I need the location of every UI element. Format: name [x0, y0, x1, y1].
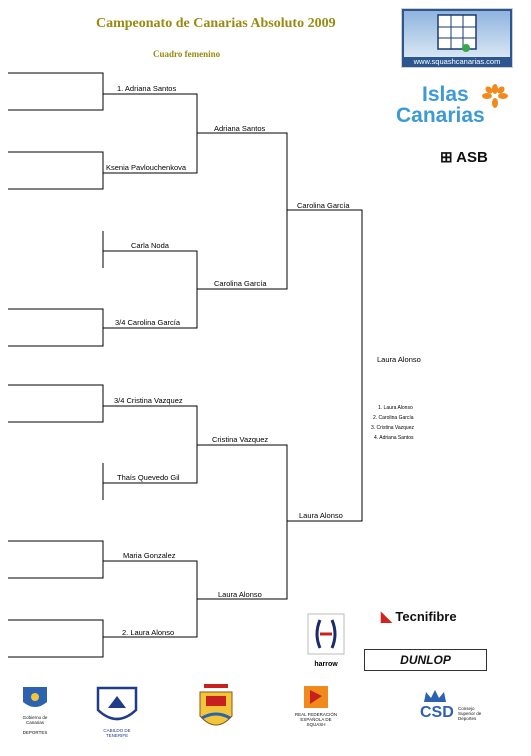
gobierno-shield-icon	[23, 687, 47, 707]
cabildo-shield-icon	[96, 686, 138, 721]
municipal-crest-logo	[196, 680, 236, 736]
r3-bracket-2	[197, 444, 288, 600]
r1-player-5: 3/4 Cristina Vazquez	[114, 396, 183, 405]
squash-canarias-logo: www.squashcanarias.com	[401, 8, 513, 68]
standing-4: 4. Adriana Santos	[374, 435, 414, 441]
gobierno-text: Gobierno de Canarias	[22, 715, 48, 725]
r1-box-8	[8, 619, 104, 658]
r1-player-2: Ksenia Pavlouchenkova	[106, 163, 187, 172]
tecnifibre-text: Tecnifibre	[395, 609, 457, 624]
csd-subtext: Consejo Superior de Deportes	[458, 706, 482, 721]
standing-3: 3. Cristina Vazquez	[371, 425, 414, 431]
federacion-text: REAL FEDERACIÓN ESPAÑOLA DE SQUASH	[294, 712, 338, 727]
page-subtitle: Cuadro femenino	[153, 49, 221, 59]
gobierno-canarias-logo: Gobierno de Canarias DEPORTES	[14, 684, 56, 736]
harrow-logo: harrow	[306, 612, 346, 668]
r3-player-2: Laura Alonso	[299, 511, 343, 520]
r3-player-1: Carolina García	[297, 201, 350, 210]
federacion-squash-logo: REAL FEDERACIÓN ESPAÑOLA DE SQUASH	[292, 684, 340, 736]
r1-player-8: 2. Laura Alonso	[122, 628, 175, 637]
r1-player-4: 3/4 Carolina García	[115, 318, 181, 327]
csd-logo: CSD Consejo Superior de Deportes	[420, 688, 486, 736]
harrow-text: harrow	[314, 661, 338, 668]
crest-icon	[199, 684, 233, 726]
r1-box-1	[8, 72, 104, 111]
r1-player-6: Thaís Quevedo Gil	[117, 473, 180, 482]
harrow-emblem-icon	[307, 613, 345, 655]
federacion-emblem-icon	[304, 686, 328, 708]
r2-player-4: Laura Alonso	[218, 590, 262, 599]
r1-box-4	[8, 308, 104, 347]
r3-bracket-1	[197, 132, 288, 290]
standing-1: 1. Laura Alonso	[378, 405, 413, 411]
squash-url: www.squashcanarias.com	[413, 57, 501, 66]
flower-icon	[482, 84, 508, 108]
r2-player-2: Carolina García	[214, 279, 267, 288]
final-bracket	[287, 209, 363, 522]
csd-text: CSD	[420, 704, 454, 721]
page-title: Campeonato de Canarias Absoluto 2009	[96, 16, 336, 31]
tecnifibre-icon: ◣	[381, 608, 392, 624]
cabildo-tenerife-logo: CABILDO DE TENERIFE	[94, 684, 140, 738]
r2-bracket-2	[103, 250, 198, 329]
cabildo-text: CABILDO DE TENERIFE	[103, 728, 131, 738]
gobierno-subtext: DEPORTES	[22, 730, 48, 735]
canarias-line: Canarias	[396, 104, 485, 127]
r1-player-7: Maria Gonzalez	[123, 551, 176, 560]
r1-box-2	[8, 151, 104, 190]
r2-player-3: Cristina Vazquez	[212, 435, 269, 444]
r1-player-1: 1. Adriana Santos	[117, 84, 177, 93]
r2-bracket-1	[103, 93, 198, 174]
r1-box-5	[8, 384, 104, 423]
r2-bracket-4	[103, 560, 198, 638]
r1-box-7	[8, 540, 104, 579]
squash-court-icon	[437, 14, 477, 52]
r2-player-1: Adriana Santos	[214, 124, 266, 133]
standing-2: 2. Carolina García	[373, 415, 414, 421]
islas-line: Islas	[422, 83, 469, 106]
dunlop-logo: DUNLOP	[364, 649, 487, 671]
r1-player-3: Carla Noda	[131, 241, 169, 250]
r2-bracket-3	[103, 405, 198, 484]
csd-crown-icon	[424, 690, 446, 702]
islas-canarias-logo: Islas Canarias	[396, 84, 516, 132]
tecnifibre-logo: ◣ Tecnifibre	[381, 608, 457, 625]
asb-logo: ⊞ ASB	[440, 149, 488, 166]
champion-name: Laura Alonso	[377, 355, 421, 364]
